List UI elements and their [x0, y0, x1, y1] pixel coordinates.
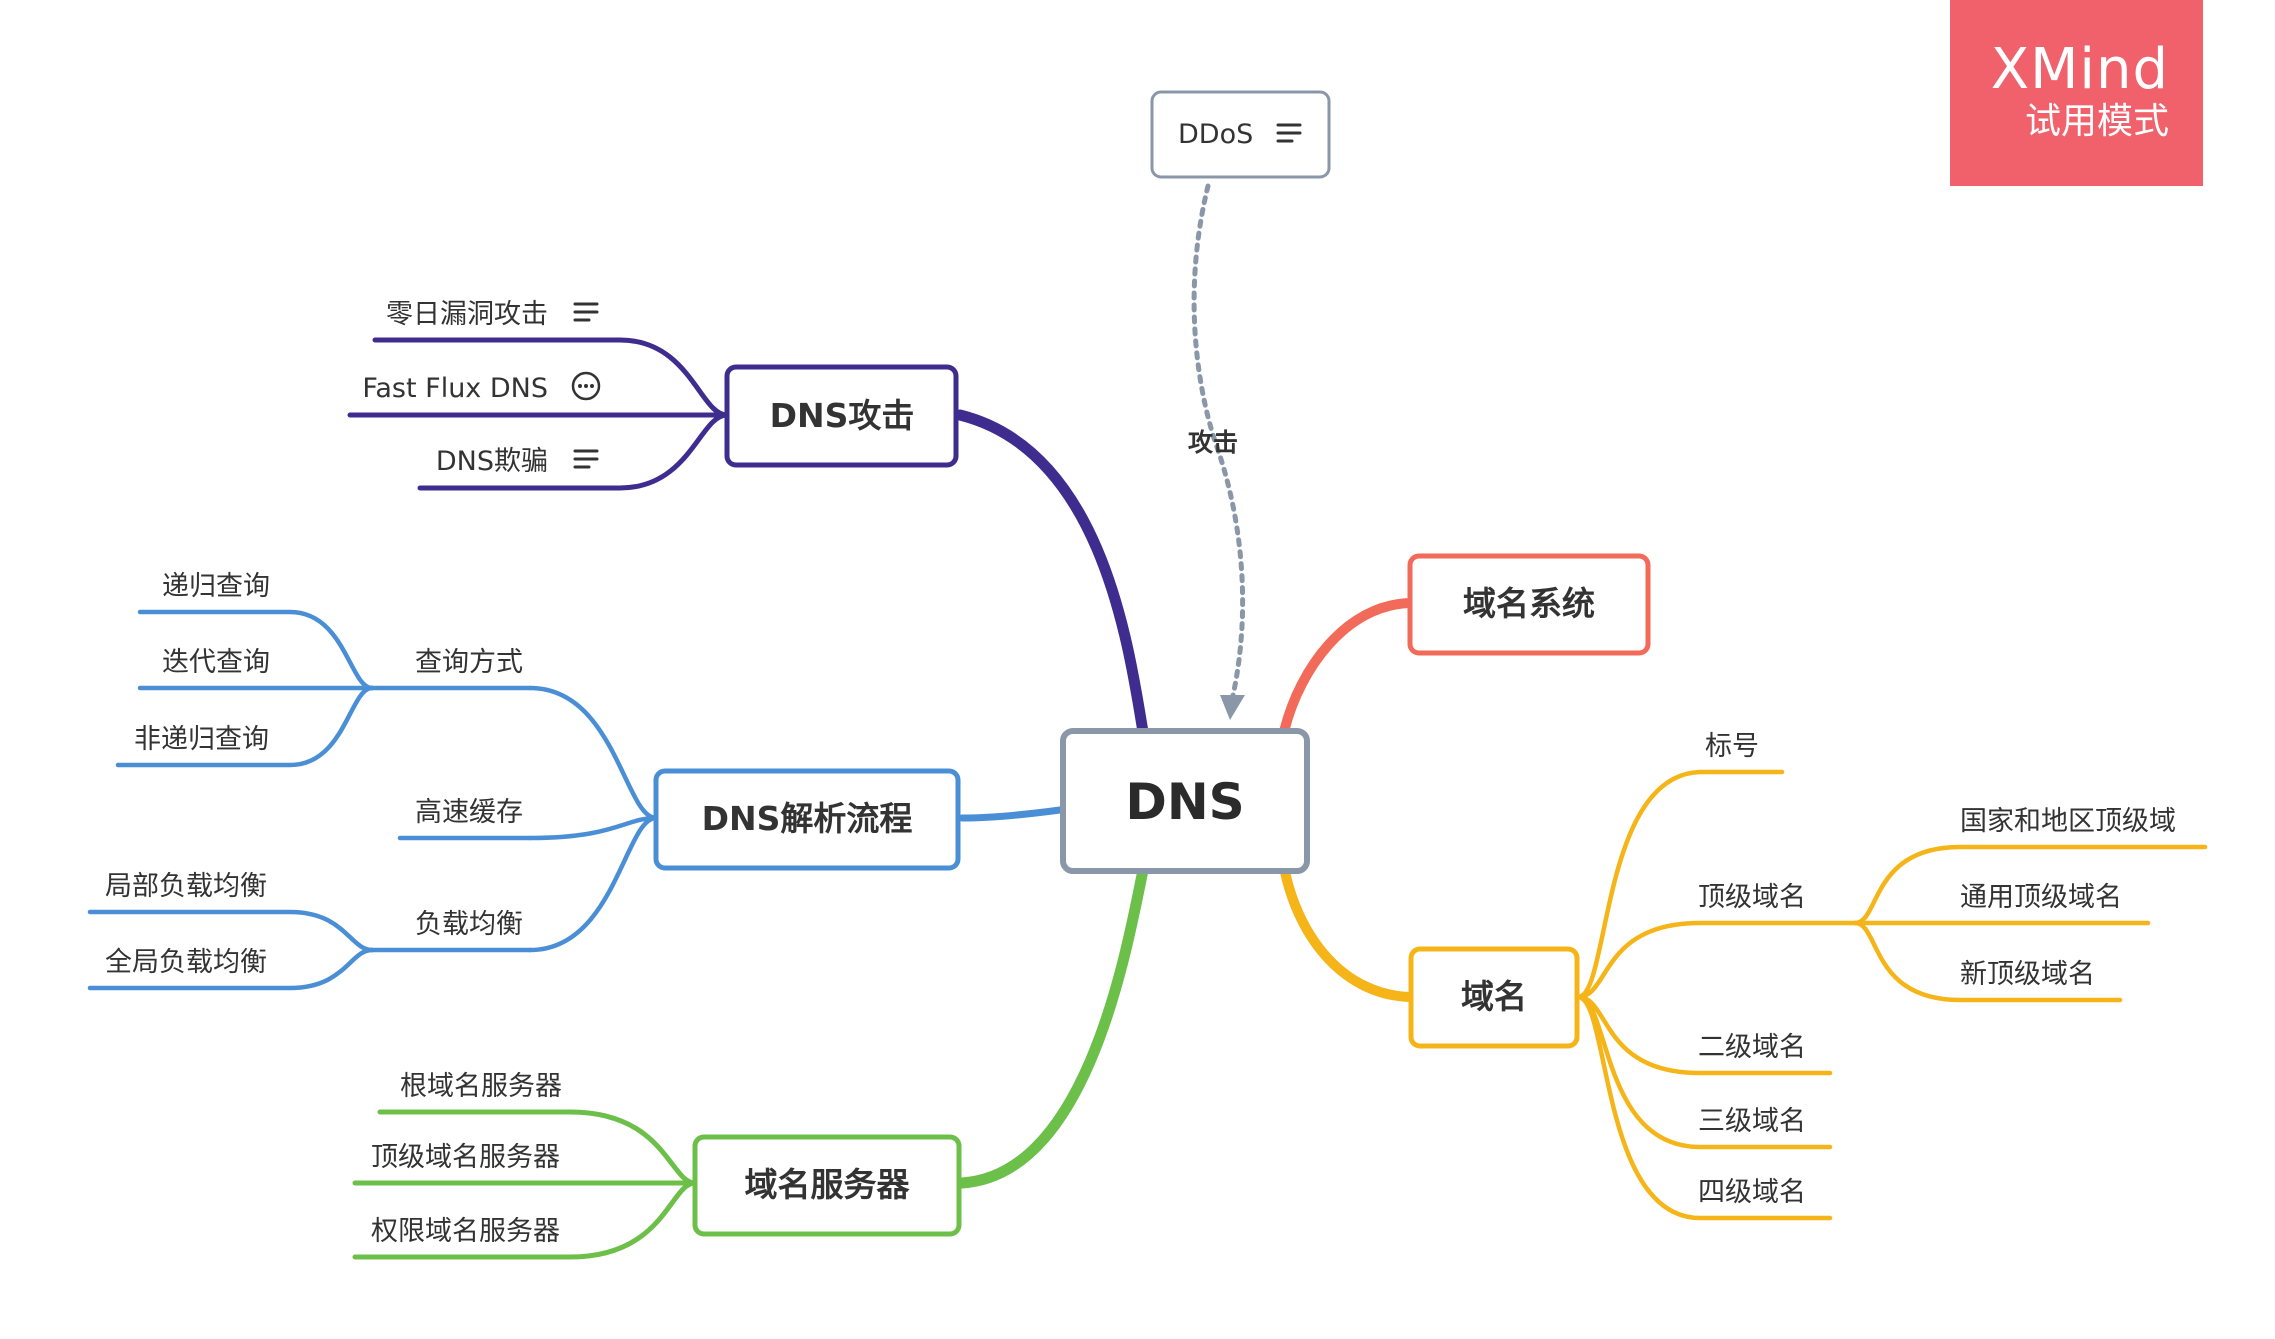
query-non-recursive[interactable]: 非递归查询: [134, 724, 269, 755]
branch-system-label: 域名系统: [1463, 584, 1595, 623]
tld-new[interactable]: 新顶级域名: [1960, 959, 2095, 990]
branch-domain-box[interactable]: [1408, 946, 1580, 1049]
watermark-subtitle: 试用模式: [2024, 101, 2169, 142]
note-icon[interactable]: [573, 449, 599, 469]
branch-line-resolution: [958, 806, 1064, 822]
note-icon[interactable]: [573, 302, 599, 322]
domain-fourth-level[interactable]: 四级域名: [1698, 1177, 1806, 1208]
branch-servers-label: 域名服务器: [745, 1165, 911, 1204]
query-recursive[interactable]: 递归查询: [162, 571, 270, 602]
tld-country[interactable]: 国家和地区顶级域: [1960, 806, 2176, 837]
branch-system-box[interactable]: [1407, 553, 1651, 656]
branch-line-domain: [1280, 867, 1415, 1002]
branch-domain-label: 域名: [1461, 977, 1527, 1016]
branch-line-system: [1280, 598, 1415, 733]
server-tld[interactable]: 顶级域名服务器: [371, 1142, 560, 1173]
branch-line-attack: [954, 409, 1149, 738]
xmind-trial-watermark: XMind 试用模式: [1950, 0, 2203, 186]
domain-label-item[interactable]: 标号: [1705, 731, 1759, 762]
query-iterative[interactable]: 迭代查询: [162, 647, 270, 678]
central-topic: DNS: [1125, 773, 1244, 831]
load-balance-global[interactable]: 全局负载均衡: [105, 947, 267, 978]
attack-zero-day[interactable]: 零日漏洞攻击: [386, 299, 548, 330]
central-topic-box[interactable]: [1060, 728, 1310, 874]
relationship-label: 攻击: [1188, 428, 1238, 457]
relationship-line: [1191, 183, 1246, 703]
watermark-title: XMind: [1990, 37, 2169, 102]
relationship-arrow: [1220, 695, 1245, 720]
tld-generic[interactable]: 通用顶级域名: [1960, 882, 2122, 913]
note-icon[interactable]: [1276, 123, 1302, 143]
load-balance-local[interactable]: 局部负载均衡: [105, 871, 267, 902]
query-method[interactable]: 查询方式: [415, 647, 523, 678]
branch-resolution-box[interactable]: [653, 768, 961, 871]
domain-third-level[interactable]: 三级域名: [1698, 1106, 1806, 1137]
server-root[interactable]: 根域名服务器: [400, 1071, 562, 1102]
branch-servers-box[interactable]: [692, 1134, 962, 1237]
load-balance[interactable]: 负载均衡: [415, 909, 523, 940]
comment-icon[interactable]: [571, 371, 601, 401]
attack-spoofing[interactable]: DNS欺骗: [436, 446, 548, 477]
cache[interactable]: 高速缓存: [415, 797, 523, 828]
server-authoritative[interactable]: 权限域名服务器: [371, 1216, 560, 1247]
branch-resolution-label: DNS解析流程: [702, 799, 913, 838]
branch-attack-label: DNS攻击: [770, 396, 915, 435]
attack-fast-flux[interactable]: Fast Flux DNS: [362, 373, 548, 404]
branch-attack-box[interactable]: [724, 364, 959, 468]
domain-second-level[interactable]: 二级域名: [1698, 1032, 1806, 1063]
floating-topic-ddos: DDoS: [1178, 119, 1253, 150]
floating-topic-box[interactable]: [1150, 90, 1331, 179]
branch-line-servers: [956, 864, 1149, 1189]
domain-tld[interactable]: 顶级域名: [1698, 882, 1806, 913]
